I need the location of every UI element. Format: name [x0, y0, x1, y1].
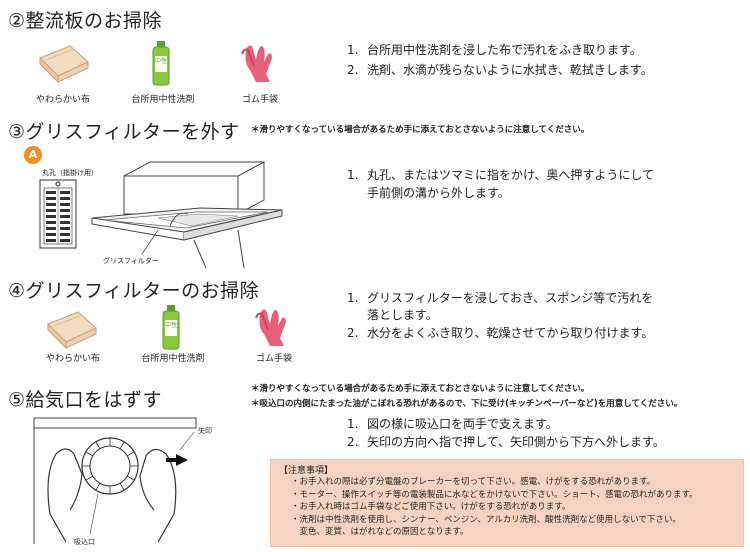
- notice-line: ・お手入れ時はゴム手袋などご使用下さい。けがをする恐れがあります。: [291, 502, 571, 512]
- step-1-cont: 手前側の溝から外します。: [367, 186, 510, 200]
- notice-box: 【注意事項】 ・お手入れの際は必ず分電盤のブレーカーを切って下さい。感電、けがを…: [270, 459, 744, 547]
- label-filter: グリスフィルター: [103, 257, 159, 265]
- section-heading: ②整流板のお掃除: [8, 10, 163, 32]
- item-label: やわらかい布: [45, 354, 100, 364]
- notice-line: ・モーター、操作スイッチ等の電装製品に水などをかけないで下さい。ショート、感電の…: [291, 489, 698, 500]
- step-1: 1.台所用中性洗剤を浸した布で汚れをふき取ります。: [347, 43, 642, 57]
- notice-title: 【注意事項】: [279, 466, 334, 476]
- item-label: 台所用中性洗剤: [141, 354, 205, 364]
- rubber-glove-icon: [241, 45, 272, 82]
- step-2: 2.水分をよくふき取り、乾燥させてから取り付けます。: [347, 326, 654, 340]
- section-heading: ④グリスフィルターのお掃除: [8, 280, 260, 302]
- filter-detail-illustration: [39, 179, 77, 249]
- cloth-icon: [47, 311, 97, 350]
- step-1: 1.グリスフィルターを浸しておき、スポンジ等で汚れを: [347, 291, 654, 305]
- detergent-bottle-icon: [162, 305, 180, 350]
- section-heading: ⑤給気口をはずす: [8, 389, 163, 411]
- rubber-glove-icon: [255, 309, 286, 346]
- item-label: 台所用中性洗剤: [131, 95, 195, 105]
- step-2: 2.洗剤、水滴が残らないように水拭き、乾拭きします。: [347, 63, 653, 77]
- item-label: やわらかい布: [35, 95, 90, 105]
- step-1: 1.図の様に吸込口を両手で支えます。: [347, 417, 558, 431]
- detergent-bottle-icon: [152, 41, 170, 86]
- bottle-label: 中性: [165, 322, 178, 329]
- bottle-label: 中性: [155, 58, 168, 65]
- badge-a: A: [24, 146, 42, 164]
- step-1-cont: 落とします。: [367, 308, 438, 322]
- intake-removal-illustration: [33, 417, 197, 544]
- label-hole: 丸孔（指掛け用）: [42, 169, 98, 177]
- caution-note: ＊吸込口の内側にたまった油がこぼれる恐れがあるので、下に受け(キッチンペーパーな…: [251, 399, 683, 409]
- notice-line: ・洗剤は中性洗剤を使用し、シンナー、ベンジン、アルカリ洗剤、酸性洗剤など使用しな…: [291, 514, 681, 525]
- item-label: ゴム手袋: [241, 95, 278, 105]
- notice-line: 変色、変質、はがれなどの原因となります。: [291, 527, 469, 537]
- caution-note: ＊滑りやすくなっている場合があるため手に添えておとさないように注意してください。: [251, 384, 590, 394]
- section-heading: ③グリスフィルターを外す: [8, 121, 240, 143]
- notice-line: ・お手入れの際は必ず分電盤のブレーカーを切って下さい。感電、けがをする恐れがあり…: [291, 477, 656, 487]
- cloth-icon: [39, 45, 89, 84]
- label-intake: 吸込口: [74, 538, 95, 546]
- label-arrow: 矢印: [198, 427, 212, 435]
- caution-note: ＊滑りやすくなっている場合があるため手に添えておとさないように注意してください。: [251, 125, 590, 135]
- step-2: 2.矢印の方向へ指で押して、矢印側から下方へ外します。: [347, 435, 665, 449]
- step-1: 1.丸孔、またはツマミに指をかけ、奥へ押すようにして: [347, 168, 655, 182]
- range-hood-illustration: [91, 161, 283, 268]
- item-label: ゴム手袋: [255, 354, 292, 364]
